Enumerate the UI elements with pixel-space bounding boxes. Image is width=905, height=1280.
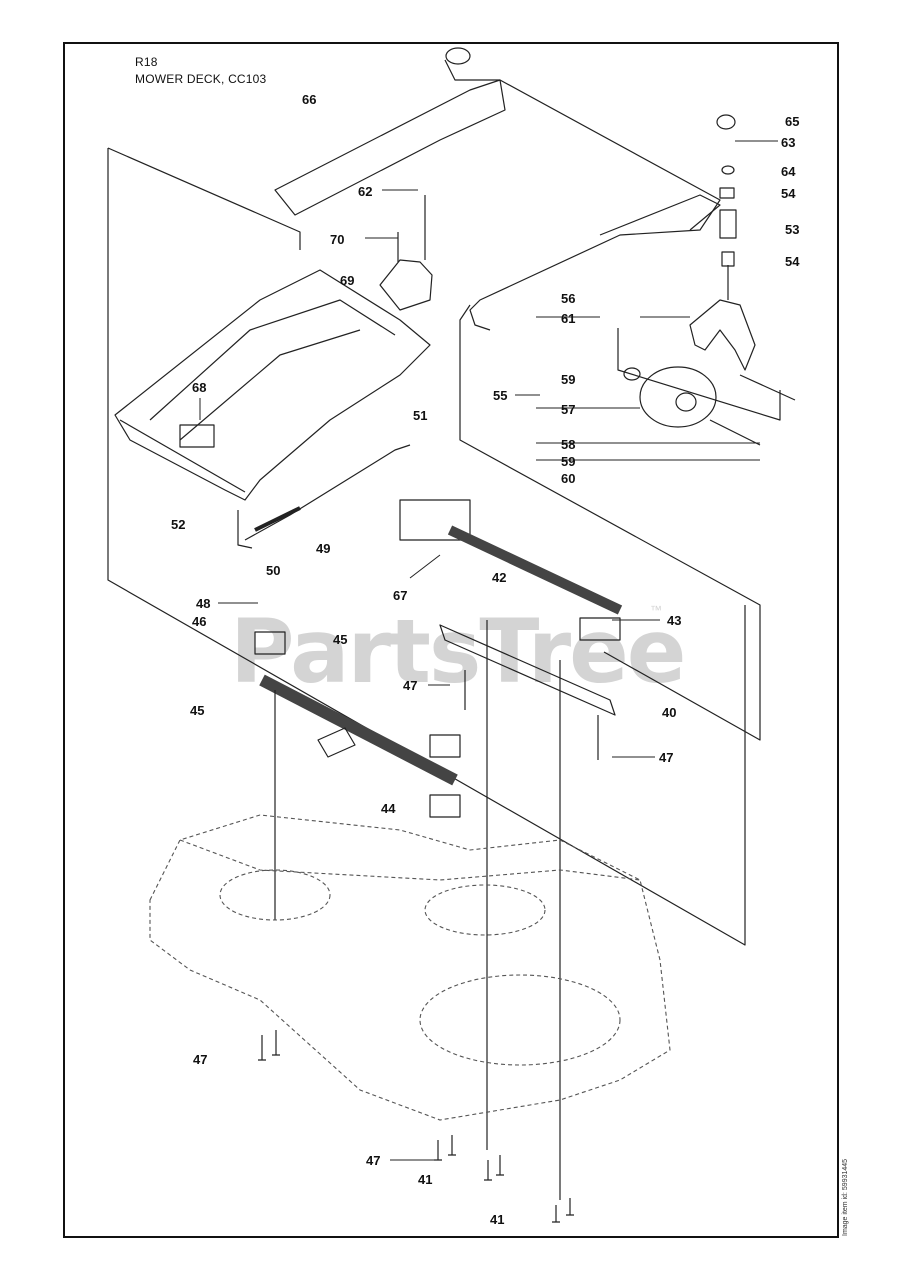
callout-56: 56: [561, 291, 576, 306]
callout-62: 62: [358, 184, 373, 199]
callout-63: 63: [781, 135, 796, 150]
group-outline-left: [107, 147, 301, 250]
group-outline-right: [459, 304, 761, 741]
bushing-lower: [429, 794, 461, 818]
callout-60: 60: [561, 471, 576, 486]
watermark-trademark: ™: [650, 603, 662, 617]
callout-59: 59: [561, 372, 576, 387]
page-title: MOWER DECK, CC103: [135, 72, 267, 86]
callout-54-lower: 54: [785, 254, 800, 269]
callout-47: 47: [403, 678, 418, 693]
callout-43: 43: [667, 613, 682, 628]
callout-69: 69: [340, 273, 355, 288]
callout-66: 66: [302, 92, 317, 107]
image-item-id: Image item id: 59931445: [842, 1158, 849, 1236]
hanger-bracket: [379, 259, 433, 311]
callout-49: 49: [316, 541, 331, 556]
upper-frame-right: [469, 79, 721, 331]
callout-45-lower: 45: [190, 703, 205, 718]
mower-deck: [149, 814, 671, 1121]
pedal-bracket: [179, 424, 215, 448]
watermark: PartsTree: [230, 600, 686, 703]
callout-55: 55: [493, 388, 508, 403]
callout-61: 61: [561, 311, 576, 326]
callout-41: 41: [418, 1172, 433, 1187]
group-outline-wheel: [617, 328, 781, 421]
callout-54: 54: [781, 186, 796, 201]
group-outline-left-lower: [107, 148, 746, 946]
upper-frame-arm: [599, 194, 721, 236]
section-code: R18: [135, 55, 158, 69]
callout-57: 57: [561, 402, 576, 417]
callout-64: 64: [781, 164, 796, 179]
cross-shaft: [259, 674, 458, 786]
callout-67: 67: [393, 588, 408, 603]
callout-59-lower: 59: [561, 454, 576, 469]
callout-50: 50: [266, 563, 281, 578]
upper-frame-bar: [274, 79, 506, 216]
callout-53: 53: [785, 222, 800, 237]
deck-pedal: [317, 727, 356, 758]
callout-48: 48: [196, 596, 211, 611]
front-lift-rod: [447, 525, 623, 615]
rear-hanger-bar: [439, 624, 616, 716]
lift-link-spring: [244, 444, 411, 541]
lift-frame: [114, 269, 431, 501]
callout-51: 51: [413, 408, 428, 423]
callout-58: 58: [561, 437, 576, 452]
callout-65: 65: [785, 114, 800, 129]
wheel-knob: [716, 114, 736, 130]
bushing-left: [254, 631, 286, 655]
link-right: [579, 617, 621, 641]
callout-47-bottom: 47: [366, 1153, 381, 1168]
callout-47-right: 47: [659, 750, 674, 765]
callout-46: 46: [192, 614, 207, 629]
callout-45: 45: [333, 632, 348, 647]
callout-68: 68: [192, 380, 207, 395]
callout-41-lower: 41: [490, 1212, 505, 1227]
callout-52: 52: [171, 517, 186, 532]
bushing-center: [429, 734, 461, 758]
wheel-fork: [689, 299, 756, 371]
callout-40: 40: [662, 705, 677, 720]
callout-44: 44: [381, 801, 396, 816]
callout-42: 42: [492, 570, 507, 585]
callout-70: 70: [330, 232, 345, 247]
gauge-wheel: [639, 366, 717, 428]
deck-screw: [258, 1035, 266, 1061]
upper-frame-pivot: [445, 47, 471, 65]
diagram-frame: [63, 42, 839, 1238]
callout-47-deck: 47: [193, 1052, 208, 1067]
